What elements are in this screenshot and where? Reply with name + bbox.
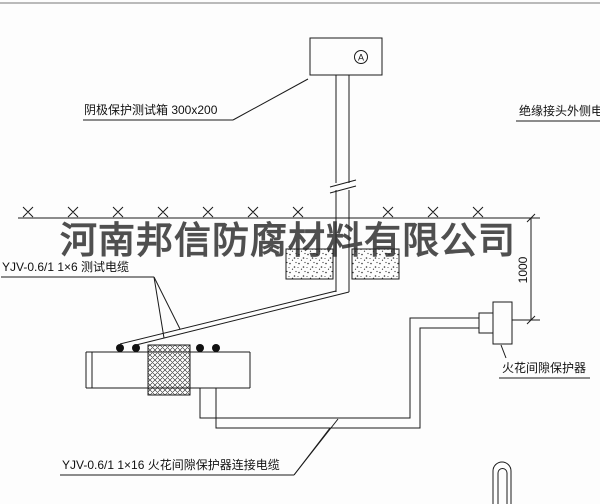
label-test-box: 阴极保护测试箱 300x200 xyxy=(84,103,218,117)
foundation-left xyxy=(285,248,334,280)
watermark-text: 河南邦信防腐材料有限公司 xyxy=(60,221,516,262)
ground-hatch xyxy=(22,206,484,218)
terminal-a-symbol: A xyxy=(354,50,368,64)
label-test-cable: YJV-0.6/1 1×6 测试电缆 xyxy=(2,260,130,274)
terminal-a-label: A xyxy=(358,53,364,63)
weld-dot xyxy=(212,344,220,352)
weld-dot xyxy=(196,344,204,352)
dimension-1000 xyxy=(512,213,540,325)
spark-gap-protector xyxy=(478,301,513,345)
test-cables xyxy=(119,290,350,346)
cable-weld-dots xyxy=(116,344,220,352)
label-spark-gap: 火花间隙保护器 xyxy=(502,361,587,375)
weld-dot xyxy=(116,344,124,352)
insulating-joint xyxy=(147,344,191,396)
vent-pipe-symbol xyxy=(492,461,512,504)
conduit-break-symbol xyxy=(329,179,357,194)
foundation-right xyxy=(351,248,400,280)
leader-lines xyxy=(153,78,507,476)
label-outer-cable: 绝缘接头外侧电缆 xyxy=(519,104,600,118)
label-spark-gap-cable: YJV-0.6/1 1×16 火花间隙保护器连接电缆 xyxy=(62,458,280,472)
label-underlines xyxy=(1,119,600,476)
weld-dot xyxy=(132,344,140,352)
test-box xyxy=(309,37,383,76)
riser-conduit xyxy=(335,75,350,292)
spark-gap-cables xyxy=(199,317,479,429)
